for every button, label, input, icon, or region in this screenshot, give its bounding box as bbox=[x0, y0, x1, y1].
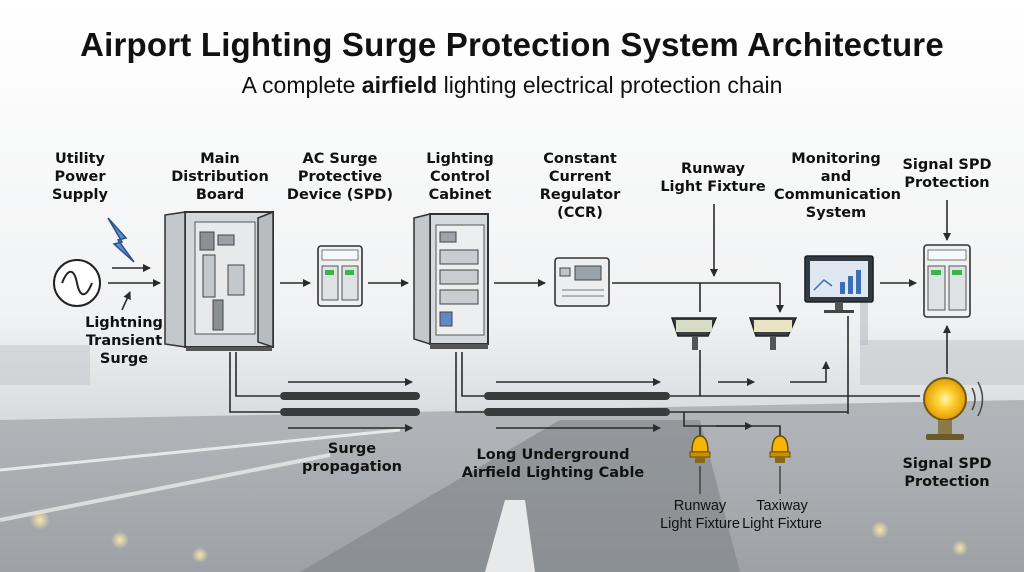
page-subtitle: A complete airfield lighting electrical … bbox=[0, 72, 1024, 99]
ccr-device-icon bbox=[554, 257, 610, 307]
label-utility-power: Utility Power Supply bbox=[52, 151, 108, 203]
label-taxiway-fixture: Taxiway Light Fixture bbox=[742, 498, 822, 532]
lightning-bolt-icon bbox=[107, 217, 135, 263]
label-ccr: Constant Current Regulator (CCR) bbox=[539, 151, 621, 221]
taxiway-lamp-icon bbox=[769, 435, 791, 463]
label-lightning-surge: Lightning Transient Surge bbox=[85, 315, 163, 367]
label-signal-spd-top: Signal SPD Protection bbox=[902, 157, 992, 191]
subtitle-lead: A complete bbox=[241, 72, 362, 98]
taxiway-lamp-icon bbox=[689, 435, 711, 463]
cable-icon bbox=[280, 392, 420, 400]
label-runway-fixture-top: Runway Light Fixture bbox=[660, 161, 766, 195]
page-title: Airport Lighting Surge Protection System… bbox=[80, 26, 944, 63]
board-cable-upper bbox=[235, 352, 280, 397]
board-cable-lower bbox=[229, 352, 280, 413]
cabinet-cable-upper bbox=[461, 352, 484, 397]
runway-light-icon bbox=[748, 317, 798, 350]
label-ac-spd: AC Surge Protective Device (SPD) bbox=[286, 151, 394, 203]
label-runway-fixture-bottom: Runway Light Fixture bbox=[660, 498, 740, 532]
spd-module-icon bbox=[317, 245, 363, 307]
label-underground-cable: Long Underground Airfield Lighting Cable bbox=[461, 447, 645, 481]
signal-beacon-icon bbox=[923, 377, 984, 440]
cable-icon bbox=[484, 392, 670, 400]
subtitle-tail: lighting electrical protection chain bbox=[437, 72, 783, 98]
lamp-feed bbox=[683, 412, 781, 436]
ac-source-icon bbox=[53, 259, 101, 307]
subtitle-emphasis: airfield bbox=[361, 72, 438, 98]
label-monitoring: Monitoring and Communication System bbox=[774, 151, 902, 221]
label-signal-spd-bottom: Signal SPD Protection bbox=[902, 456, 992, 490]
label-lighting-cabinet: Lighting Control Cabinet bbox=[426, 151, 494, 203]
label-main-board: Main Distribution Board bbox=[171, 151, 269, 203]
runway-light-icon bbox=[670, 317, 718, 350]
control-cabinet-icon bbox=[413, 213, 489, 349]
monitor-feed bbox=[790, 361, 830, 383]
label-surge-propagation: Surge propagation bbox=[301, 441, 402, 475]
cabinet-cable-lower bbox=[455, 352, 484, 413]
cable-icon bbox=[280, 408, 420, 416]
surge-arrow bbox=[121, 291, 131, 311]
distribution-board-icon bbox=[164, 210, 274, 351]
cable-icon bbox=[484, 408, 670, 416]
signal-spd-icon bbox=[923, 244, 971, 318]
monitor-icon bbox=[804, 255, 874, 313]
